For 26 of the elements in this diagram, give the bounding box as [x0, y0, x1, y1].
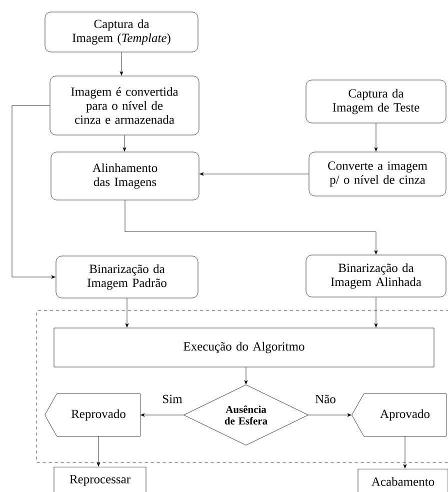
process-box: Converte a imagem p/ o nível de cinza [308, 152, 446, 196]
arrow [12, 105, 56, 279]
arrow [374, 123, 378, 152]
process-box: Alinhamento das Imagens [50, 152, 200, 200]
process-box: Execução do Algoritmo [54, 328, 434, 368]
arrow [125, 298, 129, 328]
terminal-box: Acabamento [358, 468, 448, 492]
arrow [124, 200, 378, 254]
arrow [308, 413, 352, 417]
edge-label: Sim [161, 394, 184, 404]
process-box: Binarização da Imagem Padrão [56, 256, 198, 298]
arrow [244, 367, 248, 384]
arrow [374, 297, 378, 328]
arrow [140, 413, 184, 417]
terminal-box: Reprocessar [54, 466, 146, 492]
arrow [122, 135, 126, 152]
process-box: Binarização da Imagem Alinhada [306, 254, 446, 298]
arrow [120, 52, 124, 76]
dashed-region [36, 310, 448, 462]
edge-label: Não [314, 394, 337, 404]
arrow [200, 172, 309, 176]
process-box: Captura da Imagem de Teste [306, 80, 446, 124]
arrow [403, 436, 407, 468]
arrow [96, 436, 100, 466]
process-box: Imagem é convertida para o nível de cinza e armazenada [50, 76, 200, 136]
process-box: Captura da Imagem (Template) [44, 12, 198, 52]
